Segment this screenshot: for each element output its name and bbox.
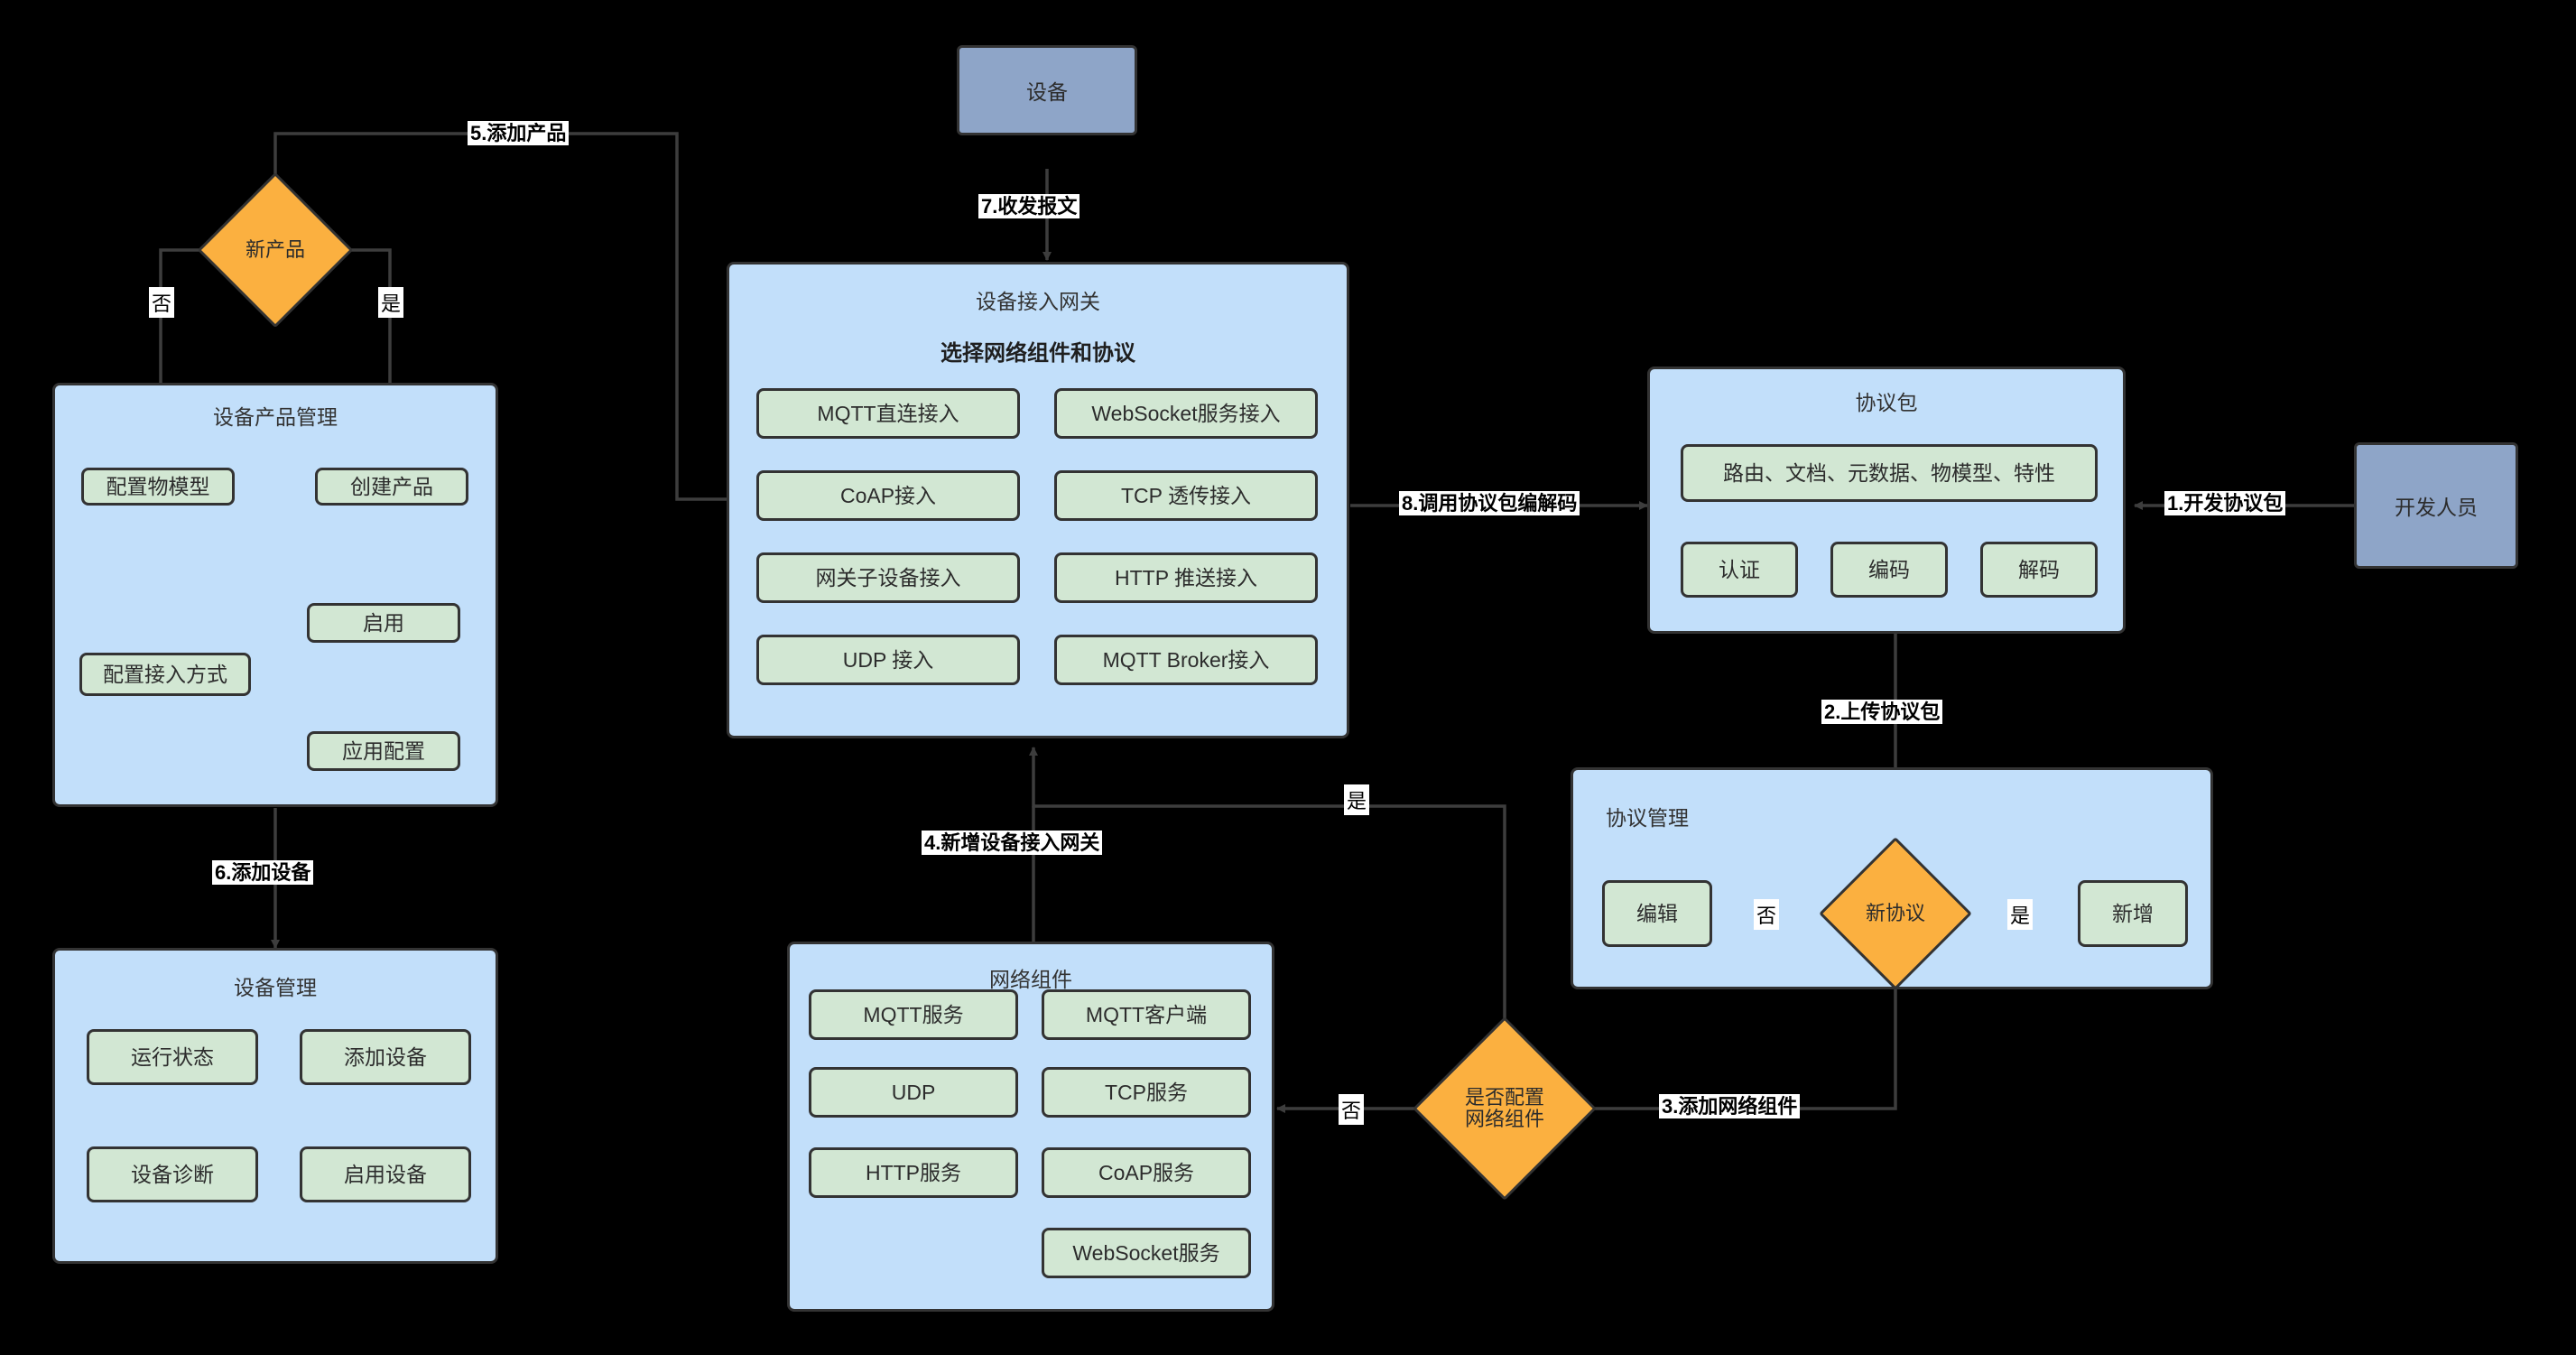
node-mqtt-direct-access[interactable]: MQTT直连接入 — [756, 388, 1020, 439]
node-websocket-service[interactable]: WebSocket服务 — [1042, 1228, 1251, 1278]
node-label: MQTT服务 — [863, 1002, 964, 1026]
node-gateway-subdevice-access[interactable]: 网关子设备接入 — [756, 552, 1020, 603]
node-label: 新增 — [2112, 901, 2154, 925]
node-udp-access[interactable]: UDP 接入 — [756, 635, 1020, 685]
branch-label-yes-new-product: 是 — [378, 287, 404, 318]
node-label: TCP服务 — [1105, 1080, 1188, 1104]
edge-label-7-send-receive-message: 7.收发报文 — [978, 194, 1080, 219]
edge-label-2-upload-protocol-package: 2.上传协议包 — [1821, 700, 1943, 725]
node-label: 添加设备 — [344, 1044, 427, 1069]
node-decode[interactable]: 解码 — [1980, 542, 2098, 598]
node-apply-config[interactable]: 应用配置 — [307, 731, 460, 771]
branch-label-no-configure-network: 否 — [1339, 1094, 1365, 1125]
node-label: 编辑 — [1636, 901, 1678, 925]
node-label: 解码 — [2018, 557, 2060, 581]
node-enable-device[interactable]: 启用设备 — [300, 1146, 471, 1202]
node-mqtt-client[interactable]: MQTT客户端 — [1042, 989, 1251, 1040]
node-coap-access[interactable]: CoAP接入 — [756, 470, 1020, 521]
node-tcp-transparent-access[interactable]: TCP 透传接入 — [1054, 470, 1318, 521]
node-label: 配置接入方式 — [103, 662, 227, 686]
node-label: CoAP服务 — [1098, 1160, 1195, 1184]
node-label: UDP — [891, 1080, 936, 1104]
node-label: 路由、文档、元数据、物模型、特性 — [1723, 460, 2055, 485]
branch-label-no-new-product: 否 — [149, 287, 175, 318]
node-label: WebSocket服务 — [1072, 1240, 1220, 1265]
node-label: 运行状态 — [131, 1044, 214, 1069]
actor-device[interactable]: 设备 — [957, 45, 1137, 135]
node-mqtt-service[interactable]: MQTT服务 — [809, 989, 1018, 1040]
decision-new-product-label: 新产品 — [245, 237, 305, 261]
node-label: WebSocket服务接入 — [1091, 401, 1281, 425]
node-create-product[interactable]: 创建产品 — [315, 468, 468, 506]
node-add-protocol[interactable]: 新增 — [2078, 880, 2188, 947]
node-label: 配置物模型 — [106, 474, 210, 498]
decision-configure-network-component[interactable]: 是否配置网络组件 — [1413, 1016, 1597, 1201]
node-coap-service[interactable]: CoAP服务 — [1042, 1147, 1251, 1198]
group-protocol-package-title: 协议包 — [1855, 391, 1918, 414]
node-configure-access-mode[interactable]: 配置接入方式 — [79, 653, 251, 696]
actor-device-label: 设备 — [1026, 80, 1068, 104]
group-device-management: 设备管理 — [52, 948, 498, 1264]
group-device-access-gateway-subtitle: 选择网络组件和协议 — [941, 341, 1135, 366]
group-device-management-title: 设备管理 — [234, 976, 317, 999]
branch-label-yes-new-protocol: 是 — [2007, 899, 2034, 930]
node-label: TCP 透传接入 — [1121, 483, 1251, 507]
node-label: 认证 — [1719, 557, 1760, 581]
node-tcp-service[interactable]: TCP服务 — [1042, 1067, 1251, 1118]
node-running-status[interactable]: 运行状态 — [87, 1029, 258, 1085]
node-label: MQTT Broker接入 — [1102, 647, 1270, 672]
decision-new-protocol-label: 新协议 — [1865, 901, 1925, 924]
branch-label-yes-configure-network: 是 — [1344, 784, 1370, 815]
decision-configure-network-component-label: 是否配置网络组件 — [1464, 1085, 1544, 1130]
group-device-access-gateway-title: 设备接入网关 — [976, 290, 1100, 313]
node-label: 编码 — [1868, 557, 1910, 581]
actor-developer[interactable]: 开发人员 — [2354, 442, 2518, 569]
node-add-device[interactable]: 添加设备 — [300, 1029, 471, 1085]
node-auth[interactable]: 认证 — [1681, 542, 1798, 598]
node-label: 设备诊断 — [131, 1162, 214, 1186]
node-configure-thing-model[interactable]: 配置物模型 — [81, 468, 235, 506]
node-label: HTTP服务 — [865, 1160, 962, 1184]
node-label: 启用 — [363, 610, 404, 635]
node-edit-protocol[interactable]: 编辑 — [1602, 880, 1712, 947]
node-label: UDP 接入 — [842, 647, 934, 672]
actor-developer-label: 开发人员 — [2395, 496, 2478, 519]
node-label: 启用设备 — [344, 1162, 427, 1186]
edge-label-4-add-device-access-gateway: 4.新增设备接入网关 — [922, 831, 1103, 856]
node-udp[interactable]: UDP — [809, 1067, 1018, 1118]
decision-new-product[interactable]: 新产品 — [197, 172, 354, 329]
decision-new-protocol[interactable]: 新协议 — [1819, 837, 1972, 990]
group-device-product-management-title: 设备产品管理 — [213, 405, 338, 429]
node-label: HTTP 推送接入 — [1114, 565, 1258, 589]
node-mqtt-broker-access[interactable]: MQTT Broker接入 — [1054, 635, 1318, 685]
node-label: MQTT客户端 — [1085, 1002, 1208, 1026]
node-label: 网关子设备接入 — [815, 565, 961, 589]
node-label: CoAP接入 — [839, 483, 937, 507]
edge-label-1-develop-protocol-package: 1.开发协议包 — [2164, 491, 2286, 516]
group-network-components-title: 网络组件 — [989, 968, 1072, 991]
node-device-diagnosis[interactable]: 设备诊断 — [87, 1146, 258, 1202]
edge-label-3-add-network-component: 3.添加网络组件 — [1659, 1094, 1801, 1119]
node-enable[interactable]: 启用 — [307, 603, 460, 643]
node-http-push-access[interactable]: HTTP 推送接入 — [1054, 552, 1318, 603]
node-label: 应用配置 — [342, 738, 425, 763]
group-protocol-management-title: 协议管理 — [1606, 806, 1689, 830]
node-http-service[interactable]: HTTP服务 — [809, 1147, 1018, 1198]
node-label: MQTT直连接入 — [817, 401, 959, 425]
node-websocket-service-access[interactable]: WebSocket服务接入 — [1054, 388, 1318, 439]
edge-label-5-add-product: 5.添加产品 — [468, 121, 570, 146]
node-protocol-capabilities[interactable]: 路由、文档、元数据、物模型、特性 — [1681, 444, 2098, 502]
node-encode[interactable]: 编码 — [1830, 542, 1948, 598]
branch-label-no-new-protocol: 否 — [1754, 899, 1780, 930]
node-label: 创建产品 — [350, 474, 433, 498]
edge-label-6-add-device: 6.添加设备 — [212, 860, 314, 886]
edge-label-8-call-protocol-codec: 8.调用协议包编解码 — [1399, 491, 1580, 516]
